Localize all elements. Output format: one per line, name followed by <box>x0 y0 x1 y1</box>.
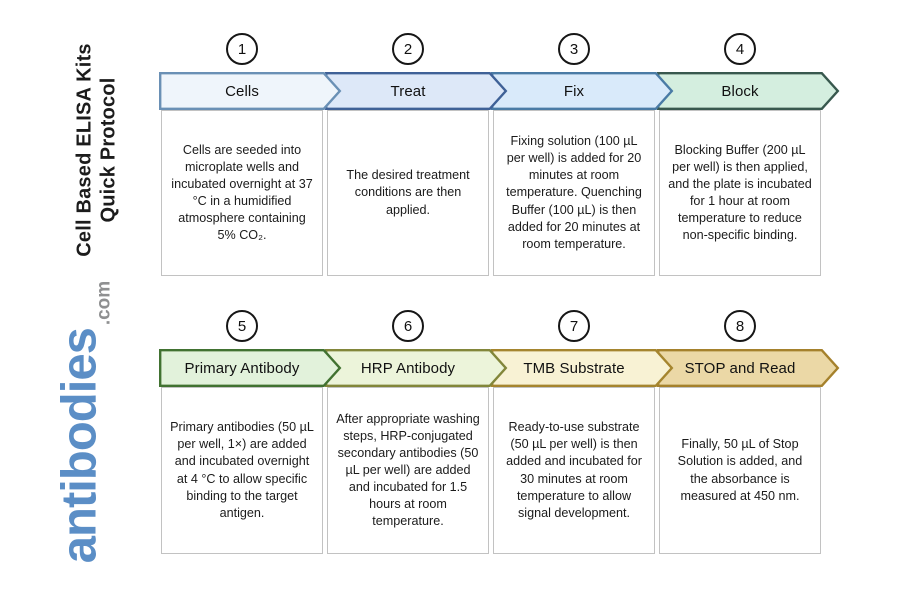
page-title: Cell Based ELISA Kits Quick Protocol <box>73 43 122 257</box>
step-description-box: The desired treatment conditions are the… <box>327 110 489 276</box>
step-banner: Cells <box>159 72 342 110</box>
step-banner: Primary Antibody <box>159 349 342 387</box>
step-number: 7 <box>569 317 579 335</box>
step-column-8: 8 STOP and Read Finally, 50 µL of Stop S… <box>657 310 840 554</box>
step-number-badge: 8 <box>724 310 756 342</box>
step-banner: Treat <box>325 72 508 110</box>
step-number: 6 <box>403 317 413 335</box>
step-number-badge: 6 <box>392 310 424 342</box>
protocol-row-1: 1 Cells Cells are seeded into microplate… <box>159 33 840 276</box>
step-number: 8 <box>735 317 745 335</box>
step-number-badge: 7 <box>558 310 590 342</box>
step-number-badge: 3 <box>558 33 590 65</box>
arrow-banner-icon <box>159 349 342 387</box>
arrow-shape <box>159 72 342 110</box>
step-label: STOP and Read <box>684 359 796 377</box>
step-number: 5 <box>237 317 247 335</box>
step-description-box: After appropriate washing steps, HRP-con… <box>327 387 489 554</box>
step-description: Blocking Buffer (200 µL per well) is the… <box>668 142 812 243</box>
step-banner: HRP Antibody <box>325 349 508 387</box>
step-number: 3 <box>569 40 579 58</box>
step-label: Block <box>721 82 759 100</box>
step-label: Cells <box>225 82 259 100</box>
step-banner: TMB Substrate <box>491 349 674 387</box>
step-description-box: Finally, 50 µL of Stop Solution is added… <box>659 387 821 554</box>
step-description: Fixing solution (100 µL per well) is add… <box>506 134 642 251</box>
step-description: Cells are seeded into microplate wells a… <box>171 142 313 243</box>
step-description-box: Fixing solution (100 µL per well) is add… <box>493 110 655 276</box>
page-title-line1: Cell Based ELISA Kits <box>73 43 96 257</box>
arrow-banner-icon <box>159 72 342 110</box>
step-label: HRP Antibody <box>360 359 456 377</box>
step-number: 2 <box>403 40 413 58</box>
step-column-3: 3 Fix Fixing solution (100 µL per well) … <box>491 33 674 276</box>
step-column-2: 2 Treat The desired treatment conditions… <box>325 33 508 276</box>
step-label: TMB Substrate <box>523 359 625 377</box>
step-banner: STOP and Read <box>657 349 840 387</box>
step-number-badge: 1 <box>226 33 258 65</box>
step-description-box: Blocking Buffer (200 µL per well) is the… <box>659 110 821 276</box>
step-description: After appropriate washing steps, HRP-con… <box>336 411 480 529</box>
step-label: Fix <box>563 82 585 100</box>
step-number-badge: 2 <box>392 33 424 65</box>
brand-logo: antibodies.com <box>52 281 115 564</box>
step-number: 4 <box>735 40 745 58</box>
step-number-badge: 5 <box>226 310 258 342</box>
step-banner: Block <box>657 72 840 110</box>
step-description-box: Ready-to-use substrate (50 µL per well) … <box>493 387 655 554</box>
page-title-line2: Quick Protocol <box>98 77 120 223</box>
step-description-box: Primary antibodies (50 µL per well, 1×) … <box>161 387 323 554</box>
step-description: Finally, 50 µL of Stop Solution is added… <box>677 437 803 503</box>
protocol-row-2: 5 Primary Antibody Primary antibodies (5… <box>159 310 840 554</box>
step-banner: Fix <box>491 72 674 110</box>
arrow-shape <box>159 349 342 387</box>
step-column-7: 7 TMB Substrate Ready-to-use substrate (… <box>491 310 674 554</box>
step-description: Ready-to-use substrate (50 µL per well) … <box>506 420 642 520</box>
step-column-6: 6 HRP Antibody After appropriate washing… <box>325 310 508 554</box>
step-column-5: 5 Primary Antibody Primary antibodies (5… <box>159 310 342 554</box>
step-description: Primary antibodies (50 µL per well, 1×) … <box>170 420 314 520</box>
step-column-4: 4 Block Blocking Buffer (200 µL per well… <box>657 33 840 276</box>
step-number: 1 <box>237 40 247 58</box>
step-description: The desired treatment conditions are the… <box>346 168 470 217</box>
step-label: Treat <box>390 82 426 100</box>
step-label: Primary Antibody <box>184 359 300 377</box>
logo-text: antibodies <box>52 328 107 564</box>
logo-suffix: .com <box>93 280 115 326</box>
step-column-1: 1 Cells Cells are seeded into microplate… <box>159 33 342 276</box>
step-number-badge: 4 <box>724 33 756 65</box>
step-description-box: Cells are seeded into microplate wells a… <box>161 110 323 276</box>
